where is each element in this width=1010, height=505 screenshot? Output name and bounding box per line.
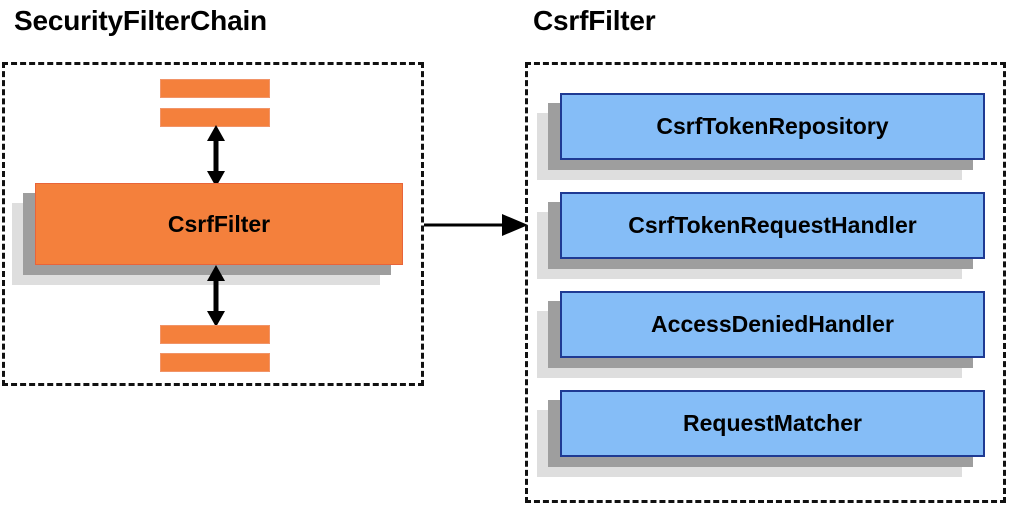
panel-title-csrf-filter: CsrfFilter xyxy=(533,5,656,36)
box-csrftokenrequesthandler[interactable]: CsrfTokenRequestHandler xyxy=(537,192,985,279)
arrow-csrffilter-to-csrffilter-detail xyxy=(424,214,528,236)
box-label-requestmatcher: RequestMatcher xyxy=(683,410,862,436)
filter-bar-top-2 xyxy=(160,108,270,127)
box-csrffilter[interactable]: CsrfFilter xyxy=(12,183,403,285)
box-face[interactable]: CsrfTokenRepository xyxy=(560,93,985,160)
panel-security-filter-chain xyxy=(2,62,424,386)
box-face[interactable]: CsrfFilter xyxy=(35,183,403,265)
arrow-up-down-bottom xyxy=(207,265,225,327)
box-face[interactable]: CsrfTokenRequestHandler xyxy=(560,192,985,259)
panel-csrf-filter xyxy=(525,62,1006,503)
box-label-csrftokenrepository: CsrfTokenRepository xyxy=(656,113,889,139)
box-label-csrffilter: CsrfFilter xyxy=(167,210,271,237)
filter-bar-bottom-1 xyxy=(160,325,270,344)
box-face[interactable]: RequestMatcher xyxy=(560,390,985,457)
panel-title-security-filter-chain: SecurityFilterChain xyxy=(14,5,267,36)
filter-bar-bottom-2 xyxy=(160,353,270,372)
box-label-accessdeniedhandler: AccessDeniedHandler xyxy=(651,311,894,337)
box-requestmatcher[interactable]: RequestMatcher xyxy=(537,390,985,477)
box-label-csrftokenrequesthandler: CsrfTokenRequestHandler xyxy=(628,212,917,238)
filter-bar-top-1 xyxy=(160,79,270,98)
arrow-up-down-top xyxy=(207,125,225,187)
box-csrftokenrepository[interactable]: CsrfTokenRepository xyxy=(537,93,985,180)
box-accessdeniedhandler[interactable]: AccessDeniedHandler xyxy=(537,291,985,378)
box-face[interactable]: AccessDeniedHandler xyxy=(560,291,985,358)
